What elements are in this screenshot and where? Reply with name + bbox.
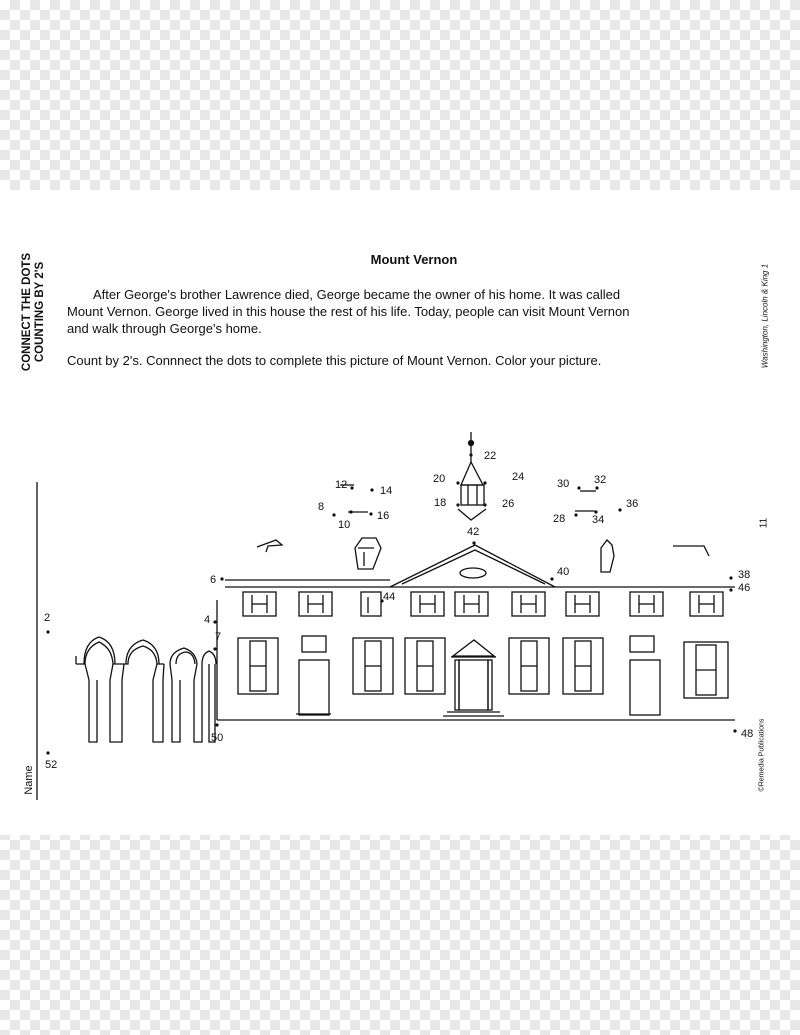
dot-label: 52 [45,759,57,771]
dot-label: 44 [383,591,395,603]
cupola-base [457,508,487,521]
publisher-credit: ©Remedia Publications [752,712,772,798]
front-door-pediment [451,639,496,657]
pediment [389,544,556,588]
page-title: Mount Vernon [370,252,458,267]
dormer-right [600,539,615,573]
dormer-left [354,537,382,570]
pediment-inner [401,549,546,585]
worksheet-page [0,190,800,835]
dot-label: 4 [204,614,210,626]
dot-labels: 2 4 6 7 8 10 12 14 16 18 20 22 24 26 28 … [44,450,753,771]
lower-windows [237,637,729,699]
dot-label: 46 [738,582,750,594]
dot-label: 6 [210,574,216,586]
doors [296,635,661,717]
name-label: Name [16,760,42,800]
dot-label: 42 [467,526,479,538]
dot-label: 36 [626,498,638,510]
publisher-credit-text: ©Remedia Publications [758,718,766,792]
colonnade [75,636,217,743]
dot-label: 22 [484,450,496,462]
dot-label: 7 [215,631,221,643]
cupola-top [460,460,485,486]
page-number: 11 [757,516,771,530]
dot-label: 50 [211,732,223,744]
dot-label: 20 [433,473,445,485]
dot-label: 32 [594,474,606,486]
dot-label: 34 [592,514,604,526]
dot-label: 16 [377,510,389,522]
paragraph-line-3: and walk through George's home. [67,321,262,336]
dot-label: 18 [434,497,446,509]
instructions: Count by 2's. Connnect the dots to compl… [67,353,602,368]
left-dormer-outline [256,539,284,553]
name-label-text: Name [23,765,35,795]
right-roof-outline [673,545,710,557]
dot-label: 14 [380,485,392,497]
dot-label: 12 [335,479,347,491]
dot-label: 28 [553,513,565,525]
cupola-body [460,484,485,506]
upper-windows [242,591,724,617]
dot-label: 40 [557,566,569,578]
dot-label: 8 [318,501,324,513]
cupola-finial [467,439,475,447]
paragraph-line-2: Mount Vernon. George lived in this house… [67,304,630,319]
dot-markers [46,453,737,755]
dot-label: 48 [741,728,753,740]
dot-label: 10 [338,519,350,531]
dot-label: 24 [512,471,524,483]
dormer-left-window [358,547,374,566]
dot-label: 26 [502,498,514,510]
intro-paragraph: After George's brother Lawrence died, Ge… [67,286,747,337]
dot-label: 2 [44,612,50,624]
oval-window [459,567,487,579]
dot-label: 38 [738,569,750,581]
paragraph-line-1: After George's brother Lawrence died, Ge… [93,287,621,302]
page-number-text: 11 [758,517,770,529]
dot-label: 30 [557,478,569,490]
